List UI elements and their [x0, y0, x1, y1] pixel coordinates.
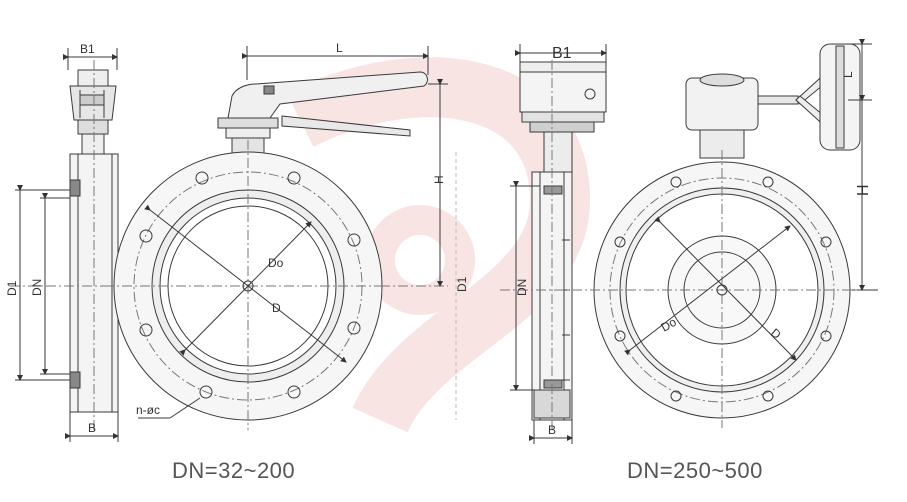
- small-front-d1-label: D1: [455, 276, 469, 292]
- large-side-b1-label: B1: [552, 45, 572, 62]
- large-valve-side-view: [500, 44, 607, 444]
- small-front-h-label: H: [432, 175, 446, 184]
- large-valve-front-view: [590, 39, 878, 428]
- small-front-do-label: Do: [268, 256, 284, 270]
- small-valve-front-view: [104, 46, 457, 430]
- small-side-b1-label: B1: [80, 42, 95, 56]
- large-front-l-label: L: [841, 71, 855, 78]
- small-valve-side-view: [10, 48, 130, 442]
- small-side-b-label: B: [88, 421, 96, 435]
- large-side-dn-label: DN: [515, 279, 529, 296]
- small-front-l-label: L: [336, 41, 343, 55]
- large-range-caption: DN=250~500: [627, 458, 763, 483]
- large-front-do-label: Do: [659, 315, 680, 335]
- small-side-d1-label: D1: [5, 280, 19, 296]
- small-side-dn-label: DN: [30, 279, 44, 296]
- small-range-caption: DN=32~200: [172, 458, 296, 483]
- large-front-h-label: H: [855, 184, 872, 196]
- large-side-b-label: B: [548, 423, 556, 437]
- small-front-bolt-label: n-øc: [136, 403, 160, 417]
- small-front-d-label: D: [272, 301, 281, 315]
